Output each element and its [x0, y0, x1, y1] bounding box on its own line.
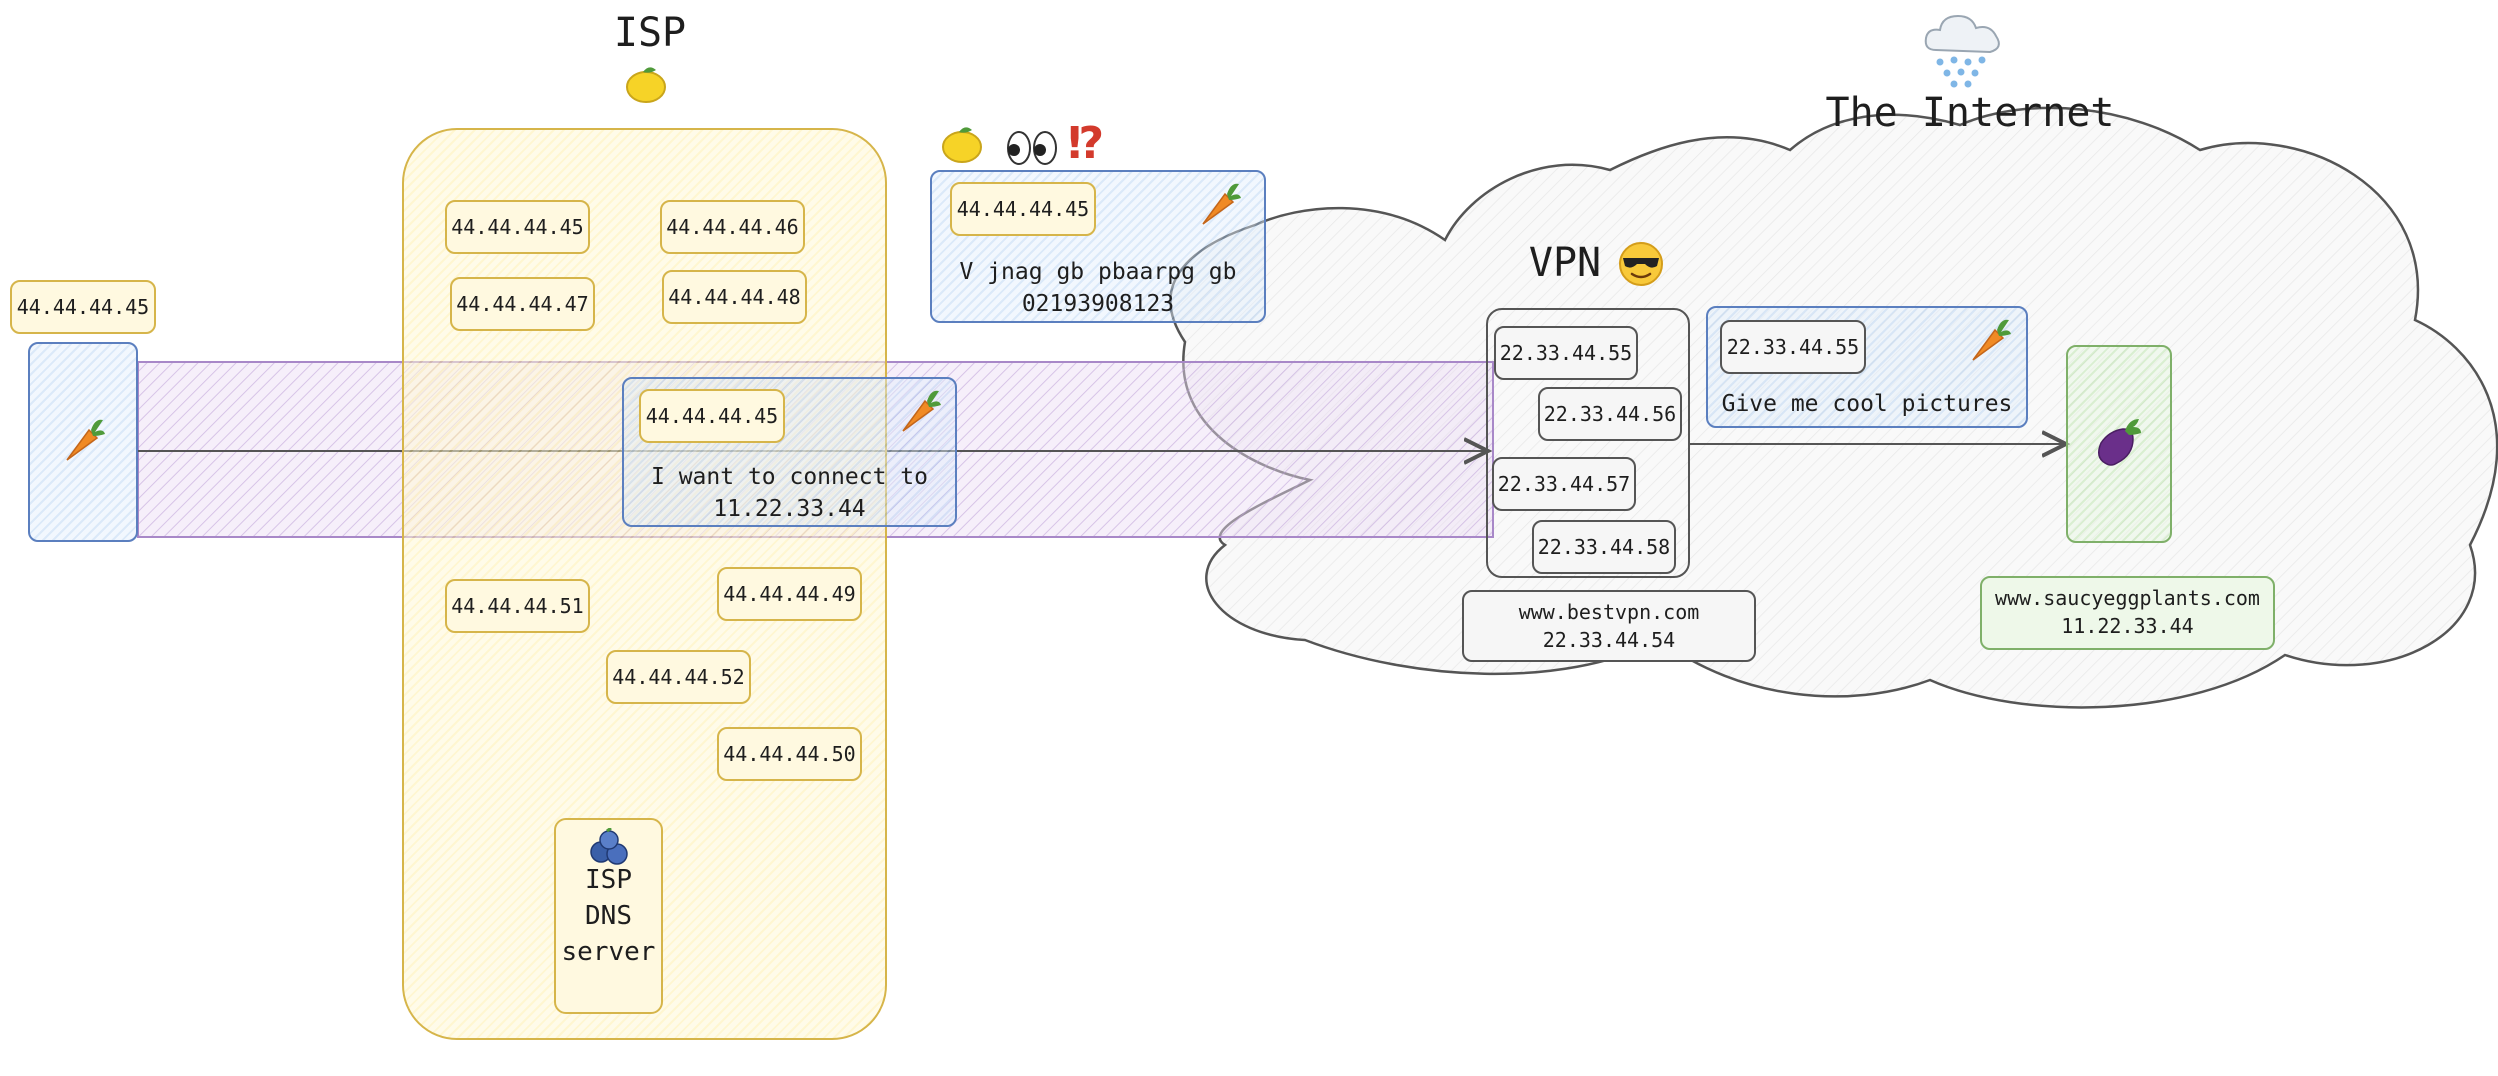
packet-message: Give me cool pictures [1721, 391, 2013, 417]
lemon-icon [938, 122, 986, 172]
packet-source-ip: 22.33.44.55 [1720, 320, 1866, 374]
carrot-icon [30, 416, 136, 470]
tunnel-packet: 44.44.44.45 I want to connect to 11.22.3… [622, 377, 957, 527]
sunglasses-face-icon [1615, 240, 1667, 292]
carrot-icon [1964, 316, 2014, 370]
vpn-address: 22.33.44.55 [1494, 326, 1638, 380]
destination-server [2066, 345, 2172, 543]
isp-address: 44.44.44.45 [445, 200, 590, 254]
vpn-address: 22.33.44.57 [1492, 457, 1636, 511]
client-device [28, 342, 138, 542]
isp-address: 44.44.44.51 [445, 579, 590, 633]
isp-address: 44.44.44.49 [717, 567, 862, 621]
client-ip: 44.44.44.45 [10, 280, 156, 334]
observed-packet: 44.44.44.45 V jnag gb pbaarpg gb 0219390… [930, 170, 1266, 323]
vpn-title: VPN [1528, 240, 1602, 286]
exclamation-question-icon: ⁉ [1067, 118, 1105, 169]
vpn-address: 22.33.44.56 [1538, 387, 1682, 441]
eyes-icon [1002, 128, 1062, 172]
isp-title: ISP [613, 10, 687, 56]
carrot-icon [1194, 180, 1244, 234]
outbound-packet: 22.33.44.55 Give me cool pictures [1706, 306, 2028, 428]
vpn-server-rack [1486, 308, 1690, 578]
isp-dns-server: ISP DNS server [554, 818, 663, 1014]
snow-cloud-icon [1918, 10, 2008, 94]
encrypted-message: V jnag gb pbaarpg gb 02193908123 [959, 259, 1237, 317]
packet-source-ip: 44.44.44.45 [639, 389, 785, 443]
isp-address: 44.44.44.47 [450, 277, 595, 331]
isp-address: 44.44.44.46 [660, 200, 805, 254]
isp-address: 44.44.44.52 [606, 650, 751, 704]
vpn-server-label: www.bestvpn.com 22.33.44.54 [1462, 590, 1756, 662]
eggplant-icon [2068, 413, 2170, 473]
vpn-address: 22.33.44.58 [1532, 520, 1676, 574]
internet-title: The Internet [1825, 90, 2115, 136]
dns-label: ISP DNS server [561, 865, 656, 967]
packet-message: I want to connect to 11.22.33.44 [651, 464, 928, 522]
packet-source-ip: 44.44.44.45 [950, 182, 1096, 236]
destination-label: www.saucyeggplants.com 11.22.33.44 [1980, 576, 2275, 650]
isp-address: 44.44.44.50 [717, 727, 862, 781]
carrot-icon [894, 387, 944, 441]
lemon-icon [616, 62, 676, 112]
isp-address: 44.44.44.48 [662, 270, 807, 324]
blueberries-icon [556, 826, 661, 872]
internet-cloud [1169, 106, 2498, 709]
